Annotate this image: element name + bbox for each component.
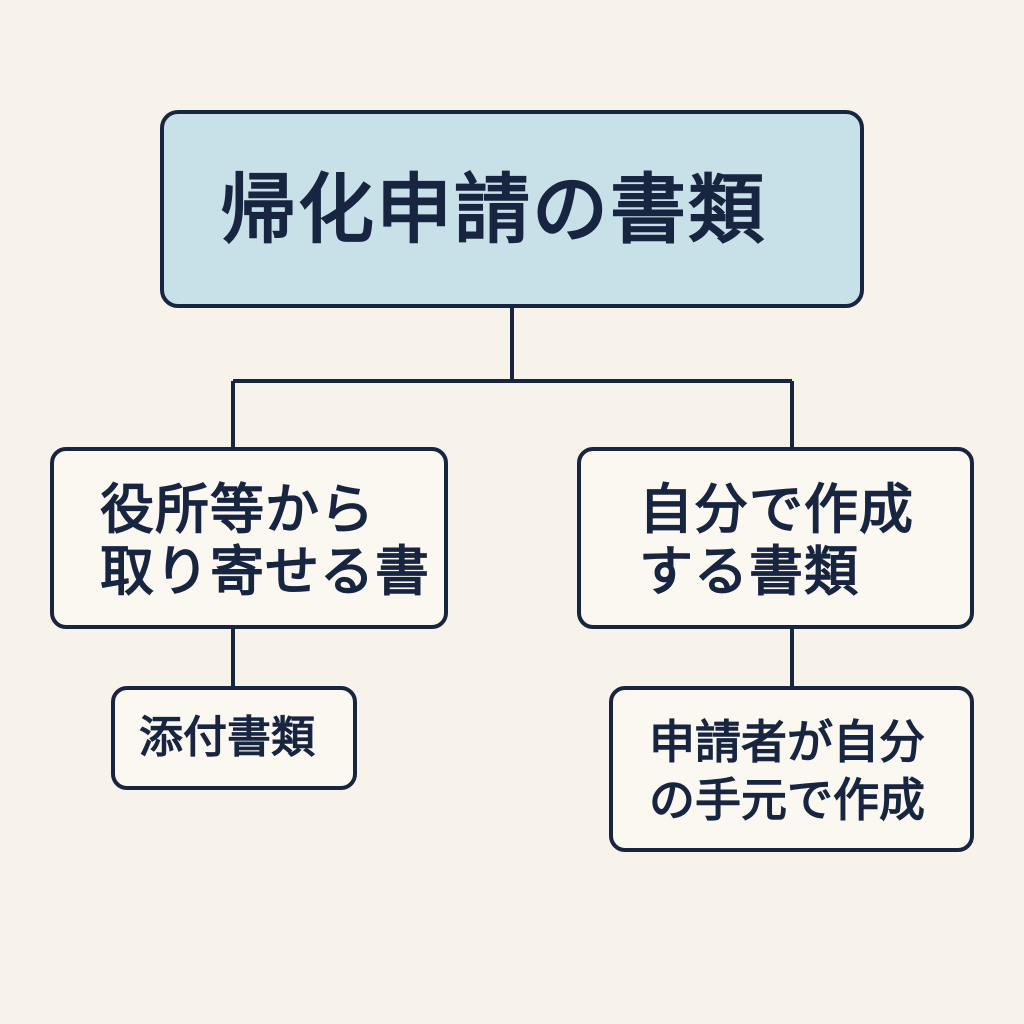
- branch-label-line-1: 役所等から: [100, 478, 375, 541]
- leaf-node-applicant-created-documents: 申請者が自分 の手元で作成: [609, 686, 974, 852]
- leaf-label-line-2: の手元で作成: [649, 773, 925, 827]
- branch-label-line-1: 自分で作成: [639, 478, 914, 541]
- branch-label-line-2: する書類: [639, 540, 859, 603]
- leaf-node-attached-documents: 添付書類: [111, 686, 357, 790]
- root-title: 帰化申請の書類: [220, 165, 766, 254]
- branch-node-self-created-documents: 自分で作成 する書類: [577, 447, 974, 629]
- leaf-label-applicant-created-documents: 申請者が自分 の手元で作成: [649, 713, 925, 829]
- leaf-label-line-1: 申請者が自分: [649, 715, 925, 769]
- leaf-label-attached-documents: 添付書類: [139, 712, 315, 763]
- root-node: 帰化申請の書類: [160, 110, 864, 308]
- branch-node-official-documents: 役所等から 取り寄せる書: [50, 447, 448, 629]
- branch-label-official-documents: 役所等から 取り寄せる書: [100, 479, 430, 603]
- branch-label-self-created-documents: 自分で作成 する書類: [639, 479, 914, 603]
- branch-label-line-2: 取り寄せる書: [100, 540, 430, 603]
